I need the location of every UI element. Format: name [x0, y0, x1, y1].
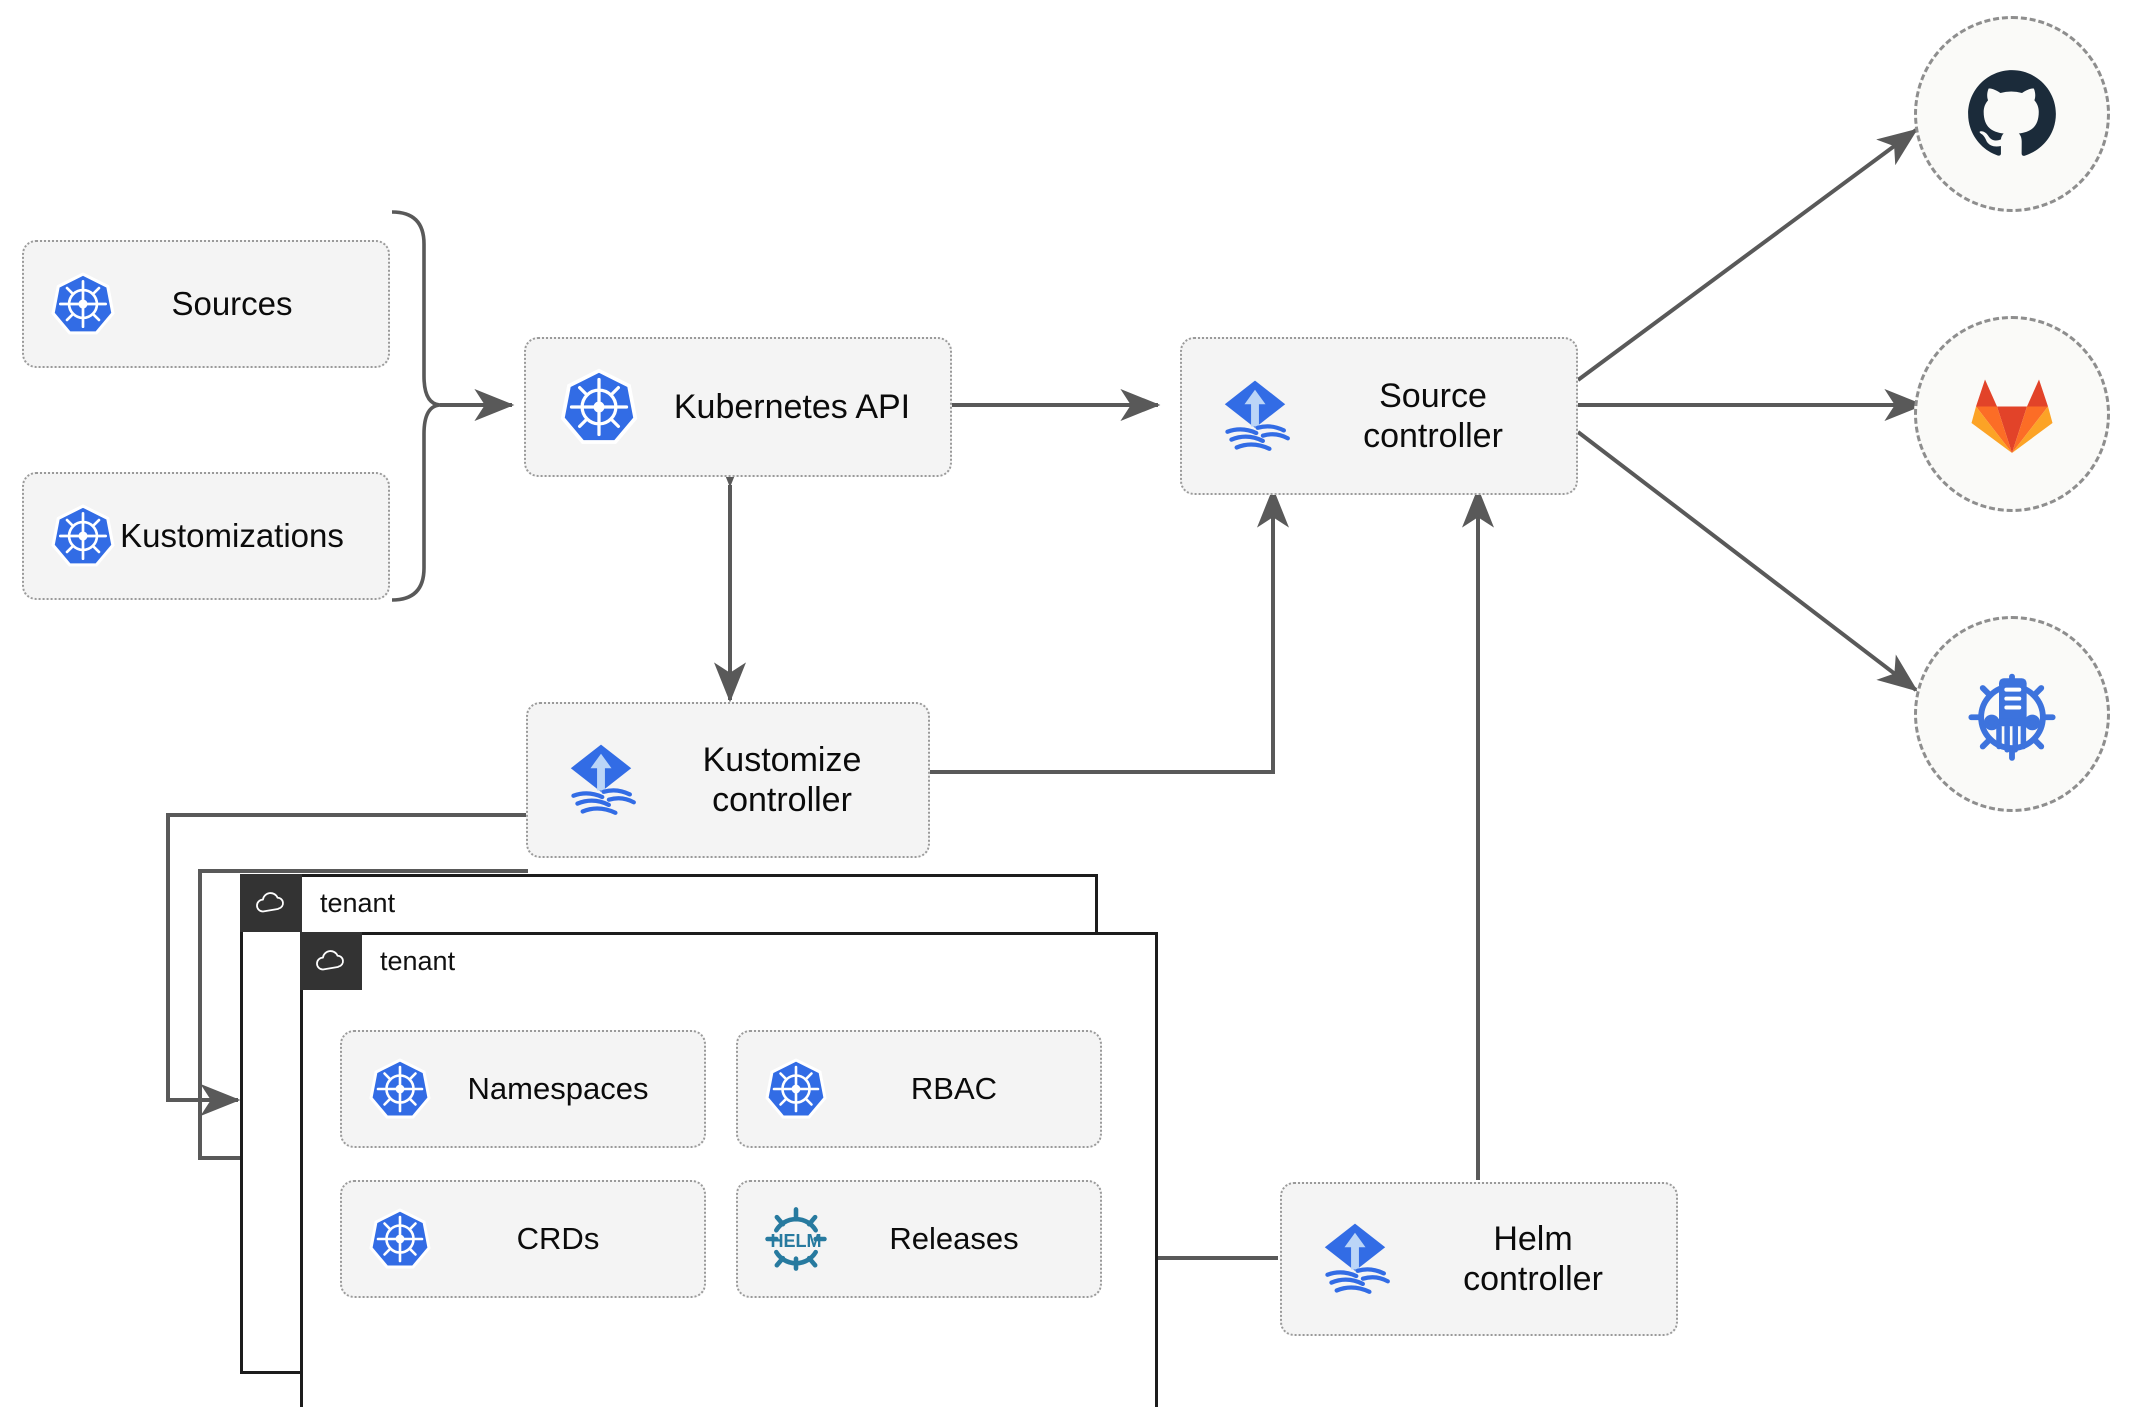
group-brace: [391, 210, 441, 602]
kubernetes-icon: [760, 1053, 832, 1125]
kubernetes-icon: [46, 499, 120, 573]
node-namespaces-label: Namespaces: [467, 1070, 649, 1106]
node-namespaces[interactable]: Namespaces: [340, 1030, 706, 1148]
tenant-label: tenant: [320, 887, 396, 918]
node-kubernetes-api[interactable]: Kubernetes API: [524, 337, 952, 477]
node-kustomize-controller-label: Kustomize controller: [702, 740, 862, 819]
kubernetes-icon: [364, 1203, 436, 1275]
node-helm-controller[interactable]: Helm controller: [1280, 1182, 1678, 1336]
node-sources[interactable]: Sources: [22, 240, 390, 368]
node-kustomizations-label: Kustomizations: [120, 516, 344, 554]
wire-source-bucket: [1576, 430, 1918, 692]
node-sources-label: Sources: [171, 284, 293, 322]
node-rbac-label: RBAC: [910, 1070, 998, 1106]
tenant-label: tenant: [380, 945, 456, 976]
cloud-icon: [240, 874, 302, 932]
tenant-header: tenant: [300, 932, 455, 990]
cloud-icon: [300, 932, 362, 990]
node-source-controller-label: Source controller: [1363, 376, 1503, 455]
node-kubernetes-api-label: Kubernetes API: [673, 387, 911, 426]
tenant-header: tenant: [240, 874, 395, 932]
flux-icon: [1310, 1214, 1400, 1304]
helm-icon: HELM: [760, 1203, 832, 1275]
node-helm-controller-label: Helm controller: [1463, 1219, 1603, 1298]
bucket-icon: [1968, 673, 2056, 761]
node-kustomizations[interactable]: Kustomizations: [22, 472, 390, 600]
node-crds[interactable]: CRDs: [340, 1180, 706, 1298]
node-releases-label: Releases: [889, 1220, 1019, 1256]
provider-gitlab[interactable]: [1914, 316, 2110, 512]
kubernetes-icon: [554, 362, 644, 452]
flux-icon: [556, 735, 646, 825]
tenant-container-inner[interactable]: tenant: [300, 932, 1158, 1407]
node-rbac[interactable]: RBAC: [736, 1030, 1102, 1148]
flux-icon: [1210, 371, 1300, 461]
kubernetes-icon: [364, 1053, 436, 1125]
svg-text:HELM: HELM: [770, 1231, 821, 1251]
wire-source-github: [1576, 128, 1918, 382]
provider-bucket[interactable]: [1914, 616, 2110, 812]
node-crds-label: CRDs: [516, 1220, 600, 1256]
gitlab-icon: [1971, 379, 2053, 453]
kubernetes-icon: [46, 267, 120, 341]
node-kustomize-controller[interactable]: Kustomize controller: [526, 702, 930, 858]
github-icon: [1968, 70, 2056, 156]
node-releases[interactable]: HELM Releases: [736, 1180, 1102, 1298]
wire-kustomize-source: [930, 487, 1289, 774]
provider-github[interactable]: [1914, 16, 2110, 212]
node-source-controller[interactable]: Source controller: [1180, 337, 1578, 495]
